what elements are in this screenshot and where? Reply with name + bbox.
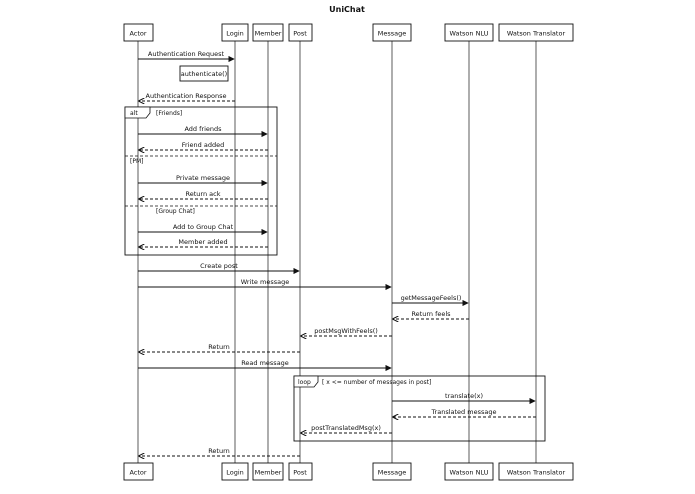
participant-translator: Watson Translator	[498, 462, 574, 481]
message-friend-added: Friend added	[139, 141, 268, 150]
participant-member: Member	[252, 462, 284, 481]
participant-label: Watson Translator	[507, 30, 566, 38]
message-label: Return	[208, 447, 230, 455]
participant-label: Post	[293, 30, 307, 38]
message-write-message: Write message	[138, 278, 392, 291]
message-translate: translate(x)	[392, 392, 536, 405]
participant-post: Post	[288, 462, 313, 481]
message-return-1: Return	[139, 343, 300, 352]
message-read-message: Read message	[138, 359, 392, 372]
message-post-translated-msg: postTranslatedMsg(x)	[301, 424, 392, 433]
message-label: Private message	[176, 174, 230, 182]
message-label: Add to Group Chat	[173, 223, 234, 231]
participant-label: Watson NLU	[449, 469, 488, 477]
message-return-feels: Return feels	[393, 310, 469, 319]
participant-label: Message	[378, 30, 407, 38]
participant-label: Login	[226, 469, 244, 477]
participants-top: Actor Login Member Post Message Watson N…	[123, 23, 574, 42]
participant-label: Message	[378, 469, 407, 477]
message-label: Authentication Response	[146, 92, 227, 100]
alt-keyword: alt	[130, 110, 138, 117]
message-label: Translated message	[431, 408, 497, 416]
participant-actor: Actor	[123, 462, 154, 481]
message-create-post: Create post	[138, 262, 300, 275]
message-label: getMessageFeels()	[401, 294, 462, 302]
participant-translator: Watson Translator	[498, 23, 574, 42]
message-label: Add friends	[184, 125, 222, 133]
loop-guard: [ x <= number of messages in post]	[322, 379, 431, 386]
alt-guard-group-chat: [Group Chat]	[156, 208, 195, 215]
participant-login: Login	[221, 462, 249, 481]
message-return-2: Return	[139, 447, 300, 456]
participant-message: Message	[372, 23, 412, 42]
participant-label: Member	[255, 30, 282, 38]
alt-guard-friends: [Friends]	[156, 110, 182, 117]
message-label: Write message	[241, 278, 289, 286]
message-translated-message: Translated message	[393, 408, 536, 417]
message-label: postMsgWithFeels()	[314, 327, 378, 335]
participant-label: Login	[226, 30, 244, 38]
diagram-title: UniChat	[329, 5, 365, 14]
message-private-message: Private message	[138, 174, 268, 187]
participant-actor: Actor	[123, 23, 154, 42]
message-add-friends: Add friends	[138, 125, 268, 138]
loop-keyword: loop	[298, 379, 311, 386]
participant-message: Message	[372, 462, 412, 481]
participant-label: Watson Translator	[507, 469, 566, 477]
participant-label: Watson NLU	[449, 30, 488, 38]
message-authentication-response: Authentication Response	[139, 92, 235, 101]
message-label: translate(x)	[445, 392, 483, 400]
message-label: Read message	[241, 359, 289, 367]
alt-fragment: alt [Friends] [PM] [Group Chat]	[124, 106, 278, 256]
message-label: Return	[208, 343, 230, 351]
participant-post: Post	[288, 23, 313, 42]
participant-label: Member	[255, 469, 282, 477]
message-add-to-group-chat: Add to Group Chat	[138, 223, 268, 236]
message-label: Create post	[200, 262, 238, 270]
lifelines	[137, 41, 537, 463]
participants-bottom: Actor Login Member Post Message Watson N…	[123, 462, 574, 481]
message-label: Authentication Request	[148, 50, 225, 58]
self-call-authenticate: authenticate()	[179, 65, 229, 82]
message-member-added: Member added	[139, 238, 268, 247]
participant-login: Login	[221, 23, 249, 42]
message-authentication-request: Authentication Request	[138, 50, 235, 63]
participant-label: Post	[293, 469, 307, 477]
loop-fragment: loop [ x <= number of messages in post]	[293, 375, 546, 442]
message-label: Return ack	[186, 190, 221, 198]
participant-member: Member	[252, 23, 284, 42]
message-label: Friend added	[182, 141, 224, 149]
participant-label: Actor	[129, 469, 146, 477]
messages: Authentication Request Authentication Re…	[138, 50, 536, 456]
message-return-ack: Return ack	[139, 190, 268, 199]
participant-nlu: Watson NLU	[444, 462, 494, 481]
participant-nlu: Watson NLU	[444, 23, 494, 42]
message-label: postTranslatedMsg(x)	[311, 424, 381, 432]
participant-label: Actor	[129, 30, 146, 38]
message-label: Return feels	[411, 310, 451, 318]
message-label: Member added	[178, 238, 227, 246]
message-get-message-feels: getMessageFeels()	[392, 294, 469, 307]
alt-guard-pm: [PM]	[130, 158, 143, 165]
self-call-label: authenticate()	[181, 70, 227, 78]
message-post-msg-with-feels: postMsgWithFeels()	[301, 327, 392, 336]
